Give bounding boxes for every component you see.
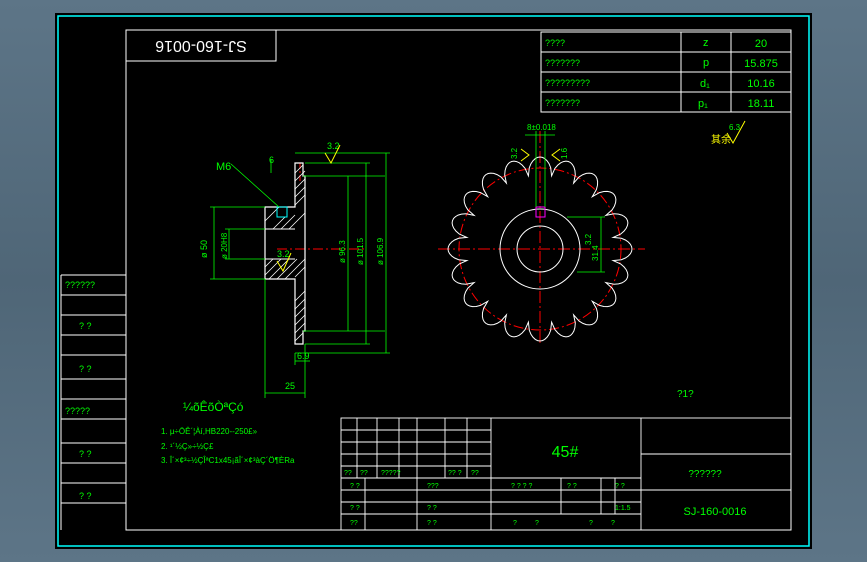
inner-border	[125, 29, 792, 531]
param-value-2: 15.875	[744, 58, 778, 70]
notes-line-2: 2. ¹´½Ç»÷½Ç£	[161, 442, 214, 451]
row-label-3: ?????	[381, 470, 401, 477]
param-value-3: 10.16	[747, 78, 775, 90]
left-col-label-1: ??????	[65, 280, 95, 290]
dim-6: 6	[269, 155, 274, 165]
notes-line-3: 3. Î´×¢³÷½ÇÎªC1x45¡ãÎ´×¢³àÇ´Ö¶ÈRa	[161, 456, 295, 465]
sign-6: ? ?	[427, 505, 437, 512]
dim-25: 25	[285, 381, 295, 391]
param-symbol-4: p₁	[698, 98, 708, 110]
sign-4: ??	[350, 520, 358, 527]
param-label-3: ?????????	[545, 78, 590, 88]
param-symbol-1: z	[703, 37, 709, 49]
other-label: 其余	[711, 133, 731, 146]
sheet-4: ?	[611, 520, 615, 527]
roughness-left: 3.2	[510, 147, 519, 159]
pitch-circle	[458, 167, 622, 331]
mirrored-number-box	[125, 29, 277, 62]
sign-1: ? ?	[350, 483, 360, 490]
row-label-5: ??	[471, 470, 479, 477]
stage-label: ? ? ? ?	[511, 483, 533, 490]
title-drawing-number: SJ-160-0016	[684, 506, 747, 518]
dim-d101: ø 101.5	[356, 237, 365, 265]
sprocket-teeth	[447, 156, 633, 342]
scale-value: 1:1.5	[615, 505, 631, 512]
misc-label: ?1?	[677, 389, 694, 400]
sheet-3: ?	[589, 520, 593, 527]
roughness-mid: 3.2	[277, 249, 290, 259]
left-col-label-6: ? ?	[79, 491, 92, 501]
hub-circle	[499, 208, 581, 290]
keyway-width: 8±0.018	[527, 123, 556, 132]
row-label-1: ??	[344, 470, 352, 477]
dim-d106: ø 106.9	[376, 237, 385, 265]
mirrored-drawing-number: SJ-160-0016	[155, 37, 247, 54]
left-col-label-4: ?????	[65, 406, 90, 416]
left-col-label-5: ? ?	[79, 449, 92, 459]
title-block-text: ?? ?? ????? ?? ? ?? ? ? ??? ? ? ?? ? ? ?…	[344, 470, 631, 527]
param-value-1: 20	[755, 38, 767, 50]
row-label-2: ??	[360, 470, 368, 477]
dim-d50: ø 50	[199, 240, 209, 258]
front-view: 8±0.018 3.2 1.6 31.4 3.2 6.3 其余	[438, 120, 746, 343]
keyway	[535, 206, 546, 218]
parameter-table	[540, 31, 792, 113]
dim-d96: ø 96.3	[338, 240, 347, 263]
title-block	[340, 417, 792, 531]
roughness-top: 3.2	[327, 141, 340, 151]
outer-frame	[57, 15, 810, 547]
scale-label: ? ?	[615, 483, 625, 490]
parameter-table-text: ???? z 20 ??????? p 15.875 ????????? d₁ …	[545, 37, 778, 110]
drawing-viewport[interactable]: ?????? ? ? ? ? ????? ? ? ? ? SJ-160-0016…	[55, 13, 812, 549]
notes-line-1: 1. µ÷ÖÊ´¦Àí,HB220--250£»	[161, 427, 258, 436]
param-symbol-2: p	[703, 57, 709, 69]
roughness-symbol-top	[324, 144, 341, 165]
roughness-symbol-left	[520, 148, 530, 162]
param-symbol-3: d₁	[700, 78, 710, 90]
technical-notes: ¼õÊõÒªÇó 1. µ÷ÖÊ´¦Àí,HB220--250£» 2. ¹´½…	[161, 399, 295, 465]
dim-d20: ø 20H8	[220, 232, 229, 259]
sheet-2: ?	[535, 520, 539, 527]
sheet-1: ?	[513, 520, 517, 527]
left-column	[60, 274, 126, 530]
roughness-symbol-mid	[276, 252, 292, 273]
weight-label: ? ?	[567, 483, 577, 490]
param-label-4: ???????	[545, 98, 580, 108]
notes-title: ¼õÊõÒªÇó	[183, 399, 244, 414]
roughness-right: 1.6	[560, 147, 569, 159]
side-dimensions	[210, 152, 390, 398]
keyway-roughness: 3.2	[584, 233, 593, 245]
roughness-symbol-other	[726, 120, 746, 145]
thread-hole	[276, 206, 288, 218]
sign-5: ? ?	[427, 520, 437, 527]
param-label-1: ????	[545, 38, 565, 48]
sign-3: ???	[427, 483, 439, 490]
thread-label: M6	[216, 161, 231, 173]
left-column-labels: ?????? ? ? ? ? ????? ? ? ? ?	[65, 280, 95, 501]
sign-2: ? ?	[350, 505, 360, 512]
material: 45#	[552, 444, 579, 461]
left-col-label-2: ? ?	[79, 321, 92, 331]
keyway-depth: 31.4	[591, 245, 600, 261]
other-roughness: 6.3	[729, 123, 741, 132]
side-view: M6 6 3.2 3.2 25 6.9 ø 50 ø 20H8 ø 96.3 ø…	[199, 141, 390, 398]
param-label-2: ???????	[545, 58, 580, 68]
dim-6-9: 6.9	[297, 351, 310, 361]
bore-circle	[516, 225, 564, 273]
row-label-4: ?? ?	[448, 470, 462, 477]
company-name: ??????	[688, 469, 722, 480]
cad-drawing: ?????? ? ? ? ? ????? ? ? ? ? SJ-160-0016…	[57, 15, 810, 547]
roughness-symbol-right	[551, 148, 561, 162]
param-value-4: 18.11	[748, 98, 775, 110]
left-col-label-3: ? ?	[79, 364, 92, 374]
